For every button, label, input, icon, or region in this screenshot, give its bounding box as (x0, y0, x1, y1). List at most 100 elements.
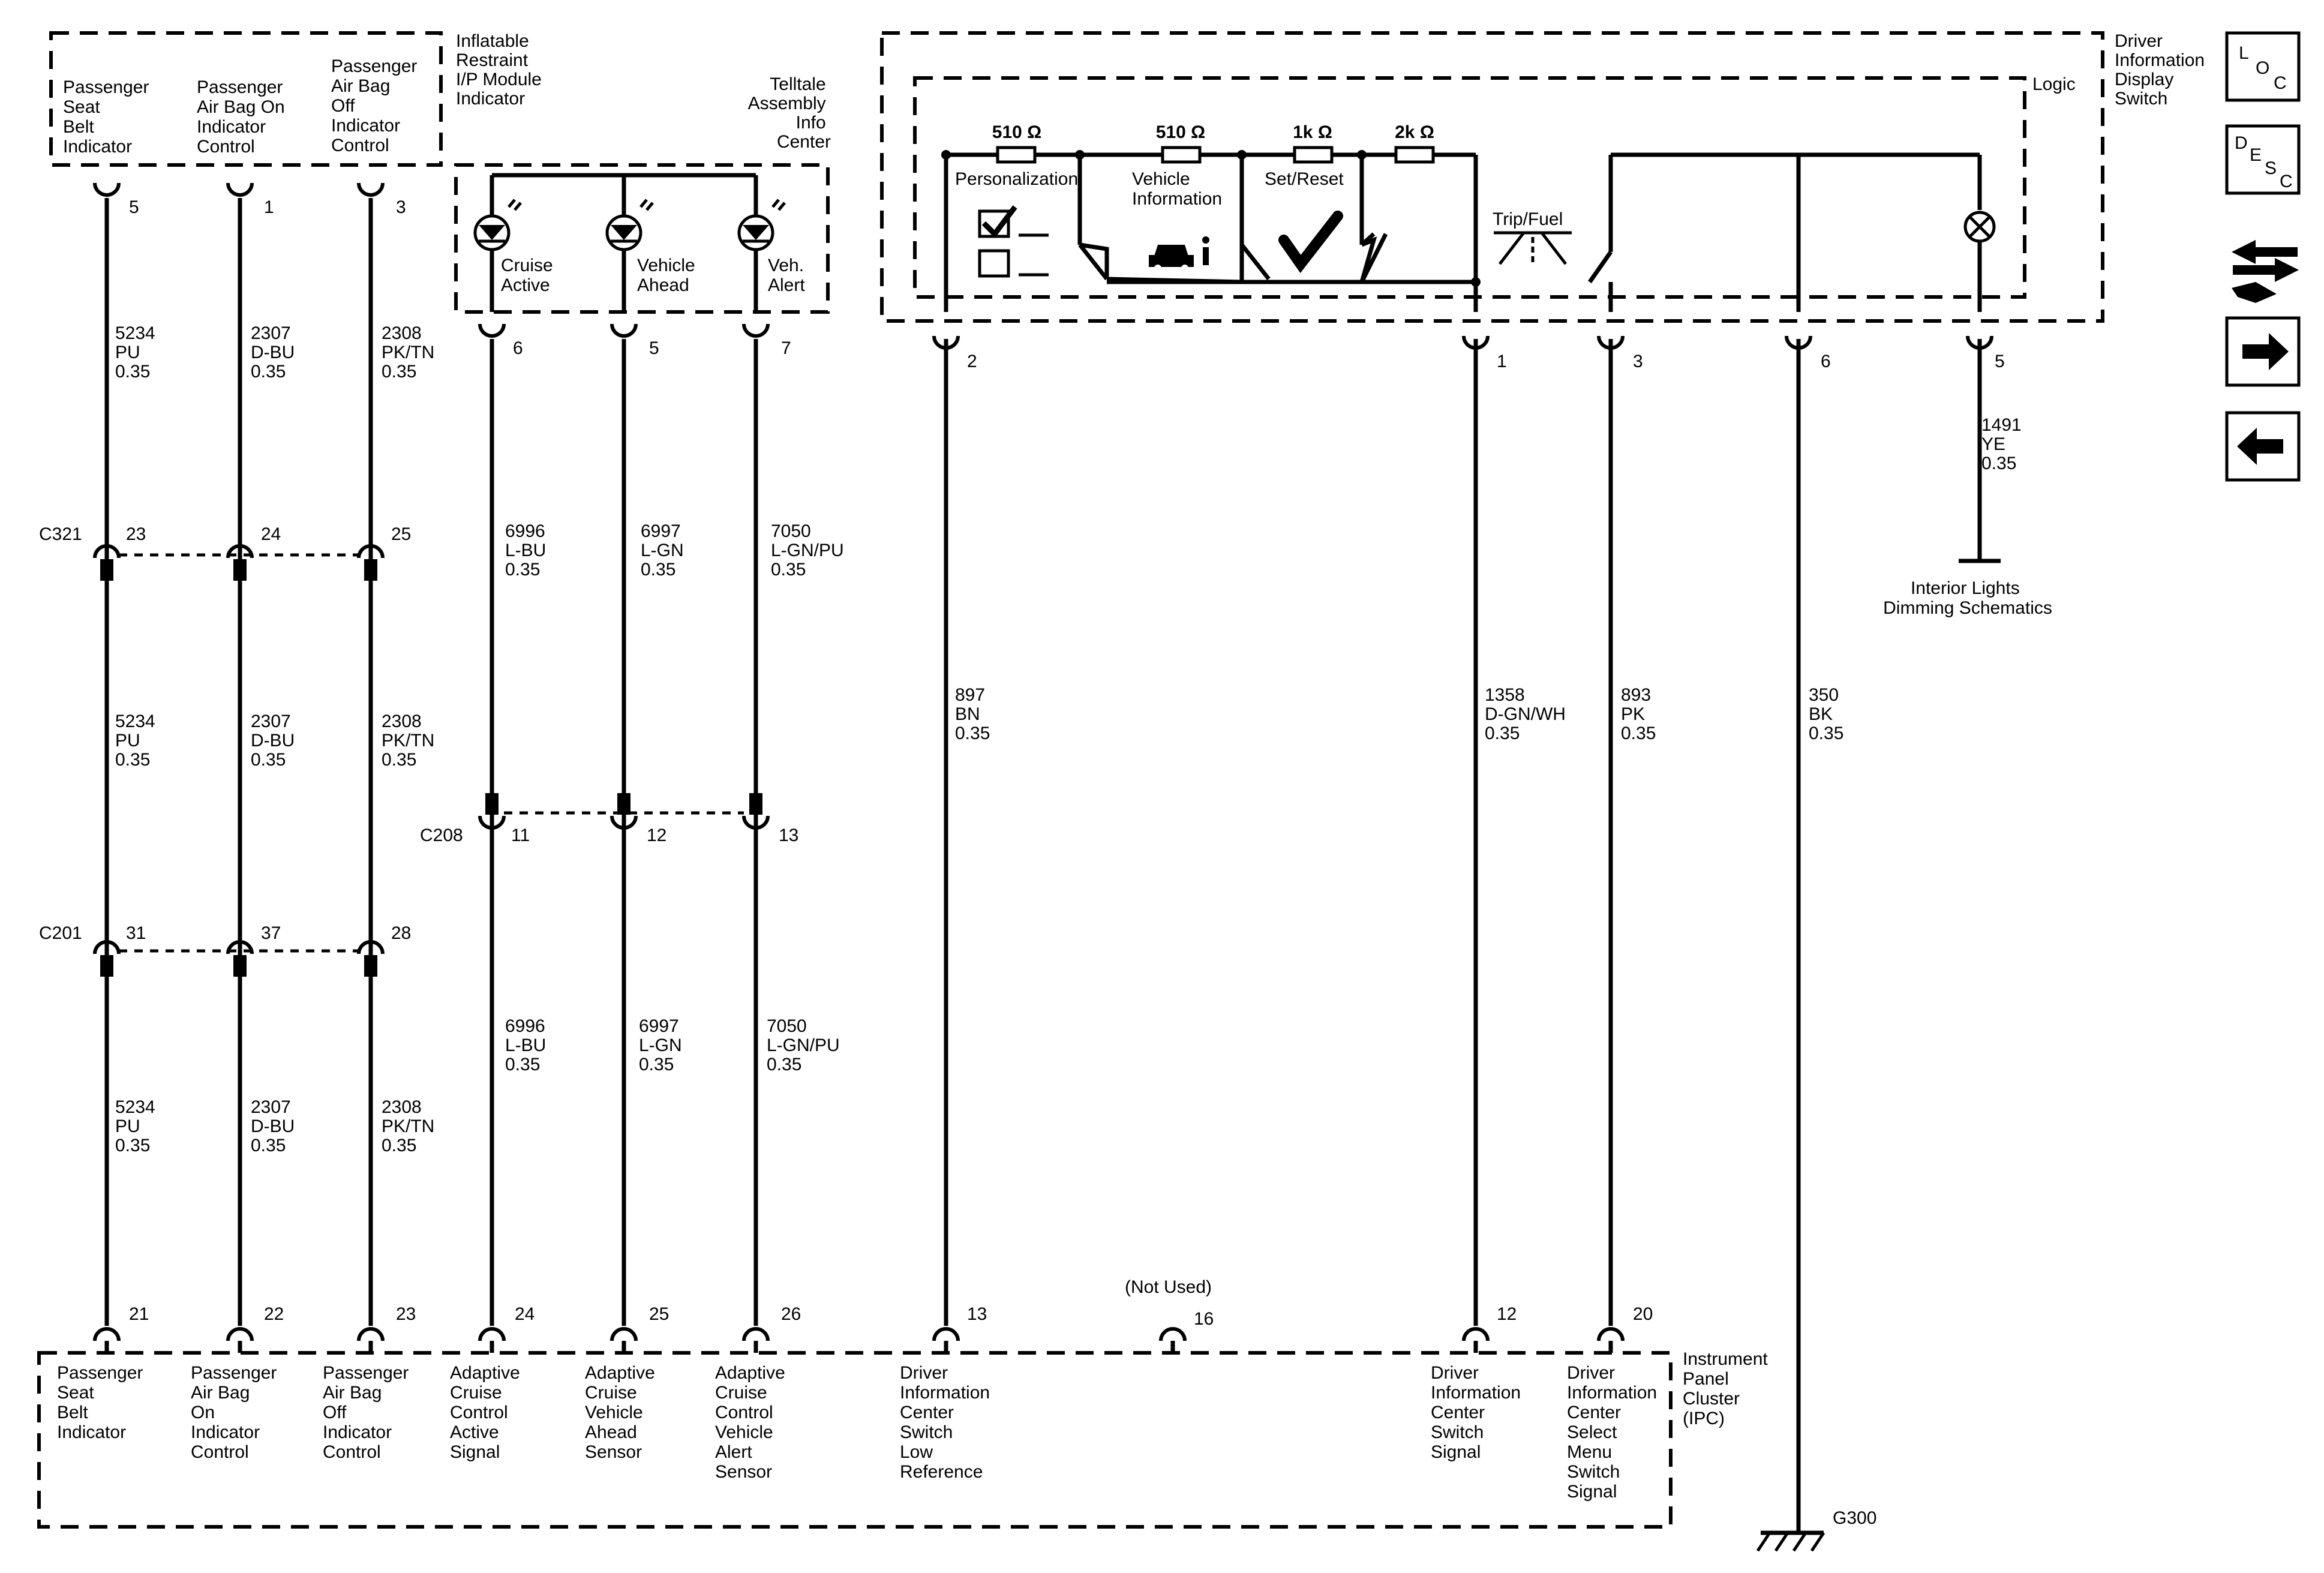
pin-numbers: 5 1 3 6 5 7 2 1 3 6 5 23 24 25 11 12 13 … (126, 197, 2005, 1329)
resistor-label-510-b: 510 Ω (1156, 122, 1205, 142)
connector-view-icon[interactable] (2232, 240, 2299, 303)
nav-description-button[interactable]: D E S C (2225, 124, 2301, 195)
svg-text:25: 25 (391, 524, 411, 544)
interior-lights-label: Interior Lights Dimming Schematics (1883, 578, 2052, 618)
svg-text:28: 28 (391, 923, 411, 943)
svg-text:12: 12 (647, 825, 666, 845)
svg-text:26: 26 (781, 1304, 801, 1324)
svg-text:13: 13 (967, 1304, 987, 1324)
svg-text:23: 23 (396, 1304, 416, 1324)
led-vehicle-ahead-icon (605, 199, 654, 251)
svg-text:6: 6 (513, 338, 523, 358)
connector-label-c321: C321 (39, 524, 82, 544)
dic-switch-title: Driver Information Display Switch (2115, 31, 2209, 109)
label-vehicle-ahead: Vehicle Ahead (637, 256, 700, 295)
svg-text:23: 23 (126, 524, 146, 544)
resistor-510-a (996, 146, 1037, 164)
led-cruise-active-icon (473, 199, 522, 251)
svg-text:C: C (2280, 172, 2293, 191)
nav-next-button[interactable] (2225, 316, 2301, 387)
label-passenger-seat-belt: Passenger Seat Belt Indicator (63, 77, 154, 157)
connector-c201 (93, 940, 385, 977)
arrow-right-icon (2242, 333, 2289, 370)
svg-text:24: 24 (261, 524, 281, 544)
resistor-label-1k: 1k Ω (1293, 122, 1332, 142)
ground-label: G300 (1833, 1508, 1876, 1528)
ipc-terminals (93, 1327, 1625, 1341)
resistor-2k (1394, 146, 1435, 164)
vehicle-info-car-icon (1149, 236, 1209, 272)
resistor-1k (1293, 146, 1334, 164)
connector-terminals (93, 182, 1993, 350)
telltale-assembly-box (454, 163, 830, 314)
ipc-title: Instrument Panel Cluster (IPC) (1683, 1349, 1773, 1428)
label-veh-alert: Veh. Alert (768, 256, 809, 295)
switch-label-trip-fuel: Trip/Fuel (1493, 209, 1563, 229)
svg-text:11: 11 (511, 825, 530, 845)
led-veh-alert-icon (737, 199, 786, 251)
svg-text:31: 31 (126, 923, 146, 943)
svg-text:12: 12 (1497, 1304, 1517, 1324)
svg-text:16: 16 (1194, 1309, 1214, 1329)
connector-c208 (478, 793, 770, 830)
connector-c321 (93, 544, 385, 581)
resistor-510-b (1161, 146, 1202, 164)
label-airbag-on-control: Passenger Air Bag On Indicator Control (197, 77, 290, 157)
svg-text:C: C (2274, 73, 2287, 93)
switch-label-personalization: Personalization (955, 169, 1078, 189)
svg-text:5: 5 (649, 338, 659, 358)
svg-text:37: 37 (261, 923, 281, 943)
svg-text:6: 6 (1821, 352, 1831, 371)
svg-text:7: 7 (781, 338, 791, 358)
label-cruise-active: Cruise Active (501, 256, 558, 295)
svg-text:1: 1 (1497, 352, 1507, 371)
ipc-box (37, 1351, 1673, 1529)
svg-text:S: S (2265, 158, 2277, 178)
wire-runs (104, 198, 2001, 1533)
nav-location-button[interactable]: L O C (2225, 31, 2301, 102)
svg-text:13: 13 (779, 825, 798, 845)
switch-label-vehicle-information: Vehicle Information (1132, 169, 1222, 209)
svg-text:22: 22 (264, 1304, 284, 1324)
not-used-label: (Not Used) (1125, 1277, 1212, 1297)
nav-prev-button[interactable] (2225, 411, 2301, 482)
connector-label-c208: C208 (420, 825, 463, 845)
svg-text:1: 1 (264, 197, 274, 217)
svg-text:25: 25 (649, 1304, 669, 1324)
resistor-label-510-a: 510 Ω (992, 122, 1041, 142)
logic-title: Logic (2032, 74, 2076, 94)
dic-switch-box (880, 31, 2104, 323)
connector-label-c201: C201 (39, 923, 82, 943)
inflatable-restraint-title: Inflatable Restraint I/P Module Indicato… (456, 31, 547, 109)
checklist-icon (978, 205, 1049, 278)
ground-g300-icon (1756, 1530, 1825, 1552)
svg-text:21: 21 (129, 1304, 149, 1324)
